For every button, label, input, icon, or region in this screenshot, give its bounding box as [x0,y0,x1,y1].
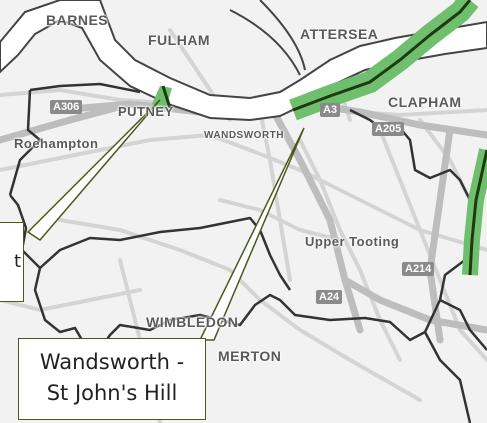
fulham-river-loop [229,0,306,76]
road-badge-a205: A205 [372,122,405,136]
borough-boundary-west [8,82,141,196]
place-label-putney: PUTNEY [118,104,174,119]
wandsworth-boundary [9,108,477,352]
callout-left-text: t [13,251,21,272]
route-east [462,148,487,276]
road-badge-a214: A214 [402,262,435,276]
road-badge-a24: A24 [316,290,343,304]
place-label-barnes: BARNES [46,12,109,28]
callout-left: t [0,222,24,302]
place-label-roehampton: Roehampton [14,136,99,151]
place-label-wimbledon: WIMBLEDON [146,314,239,330]
place-label-clapham: CLAPHAM [388,94,462,110]
place-label-wandsworth: WANDSWORTH [204,130,284,141]
callout-line-1: Wandsworth - [39,350,185,374]
place-label-merton: MERTON [218,348,282,364]
road-badge-a3: A3 [320,103,341,117]
route-battersea-clapham [289,0,479,121]
place-label-battersea: ATTERSEA [300,26,379,42]
callout-wandsworth-st-johns-hill: Wandsworth - St John's Hill [18,338,206,420]
callout-pointers [26,99,305,341]
road-badge-a306: A306 [50,100,83,114]
place-label-fulham: FULHAM [148,32,211,48]
place-label-upper-tooting: Upper Tooting [305,234,400,249]
callout-line-2: St John's Hill [46,381,178,405]
borough-boundary-east [423,298,487,423]
